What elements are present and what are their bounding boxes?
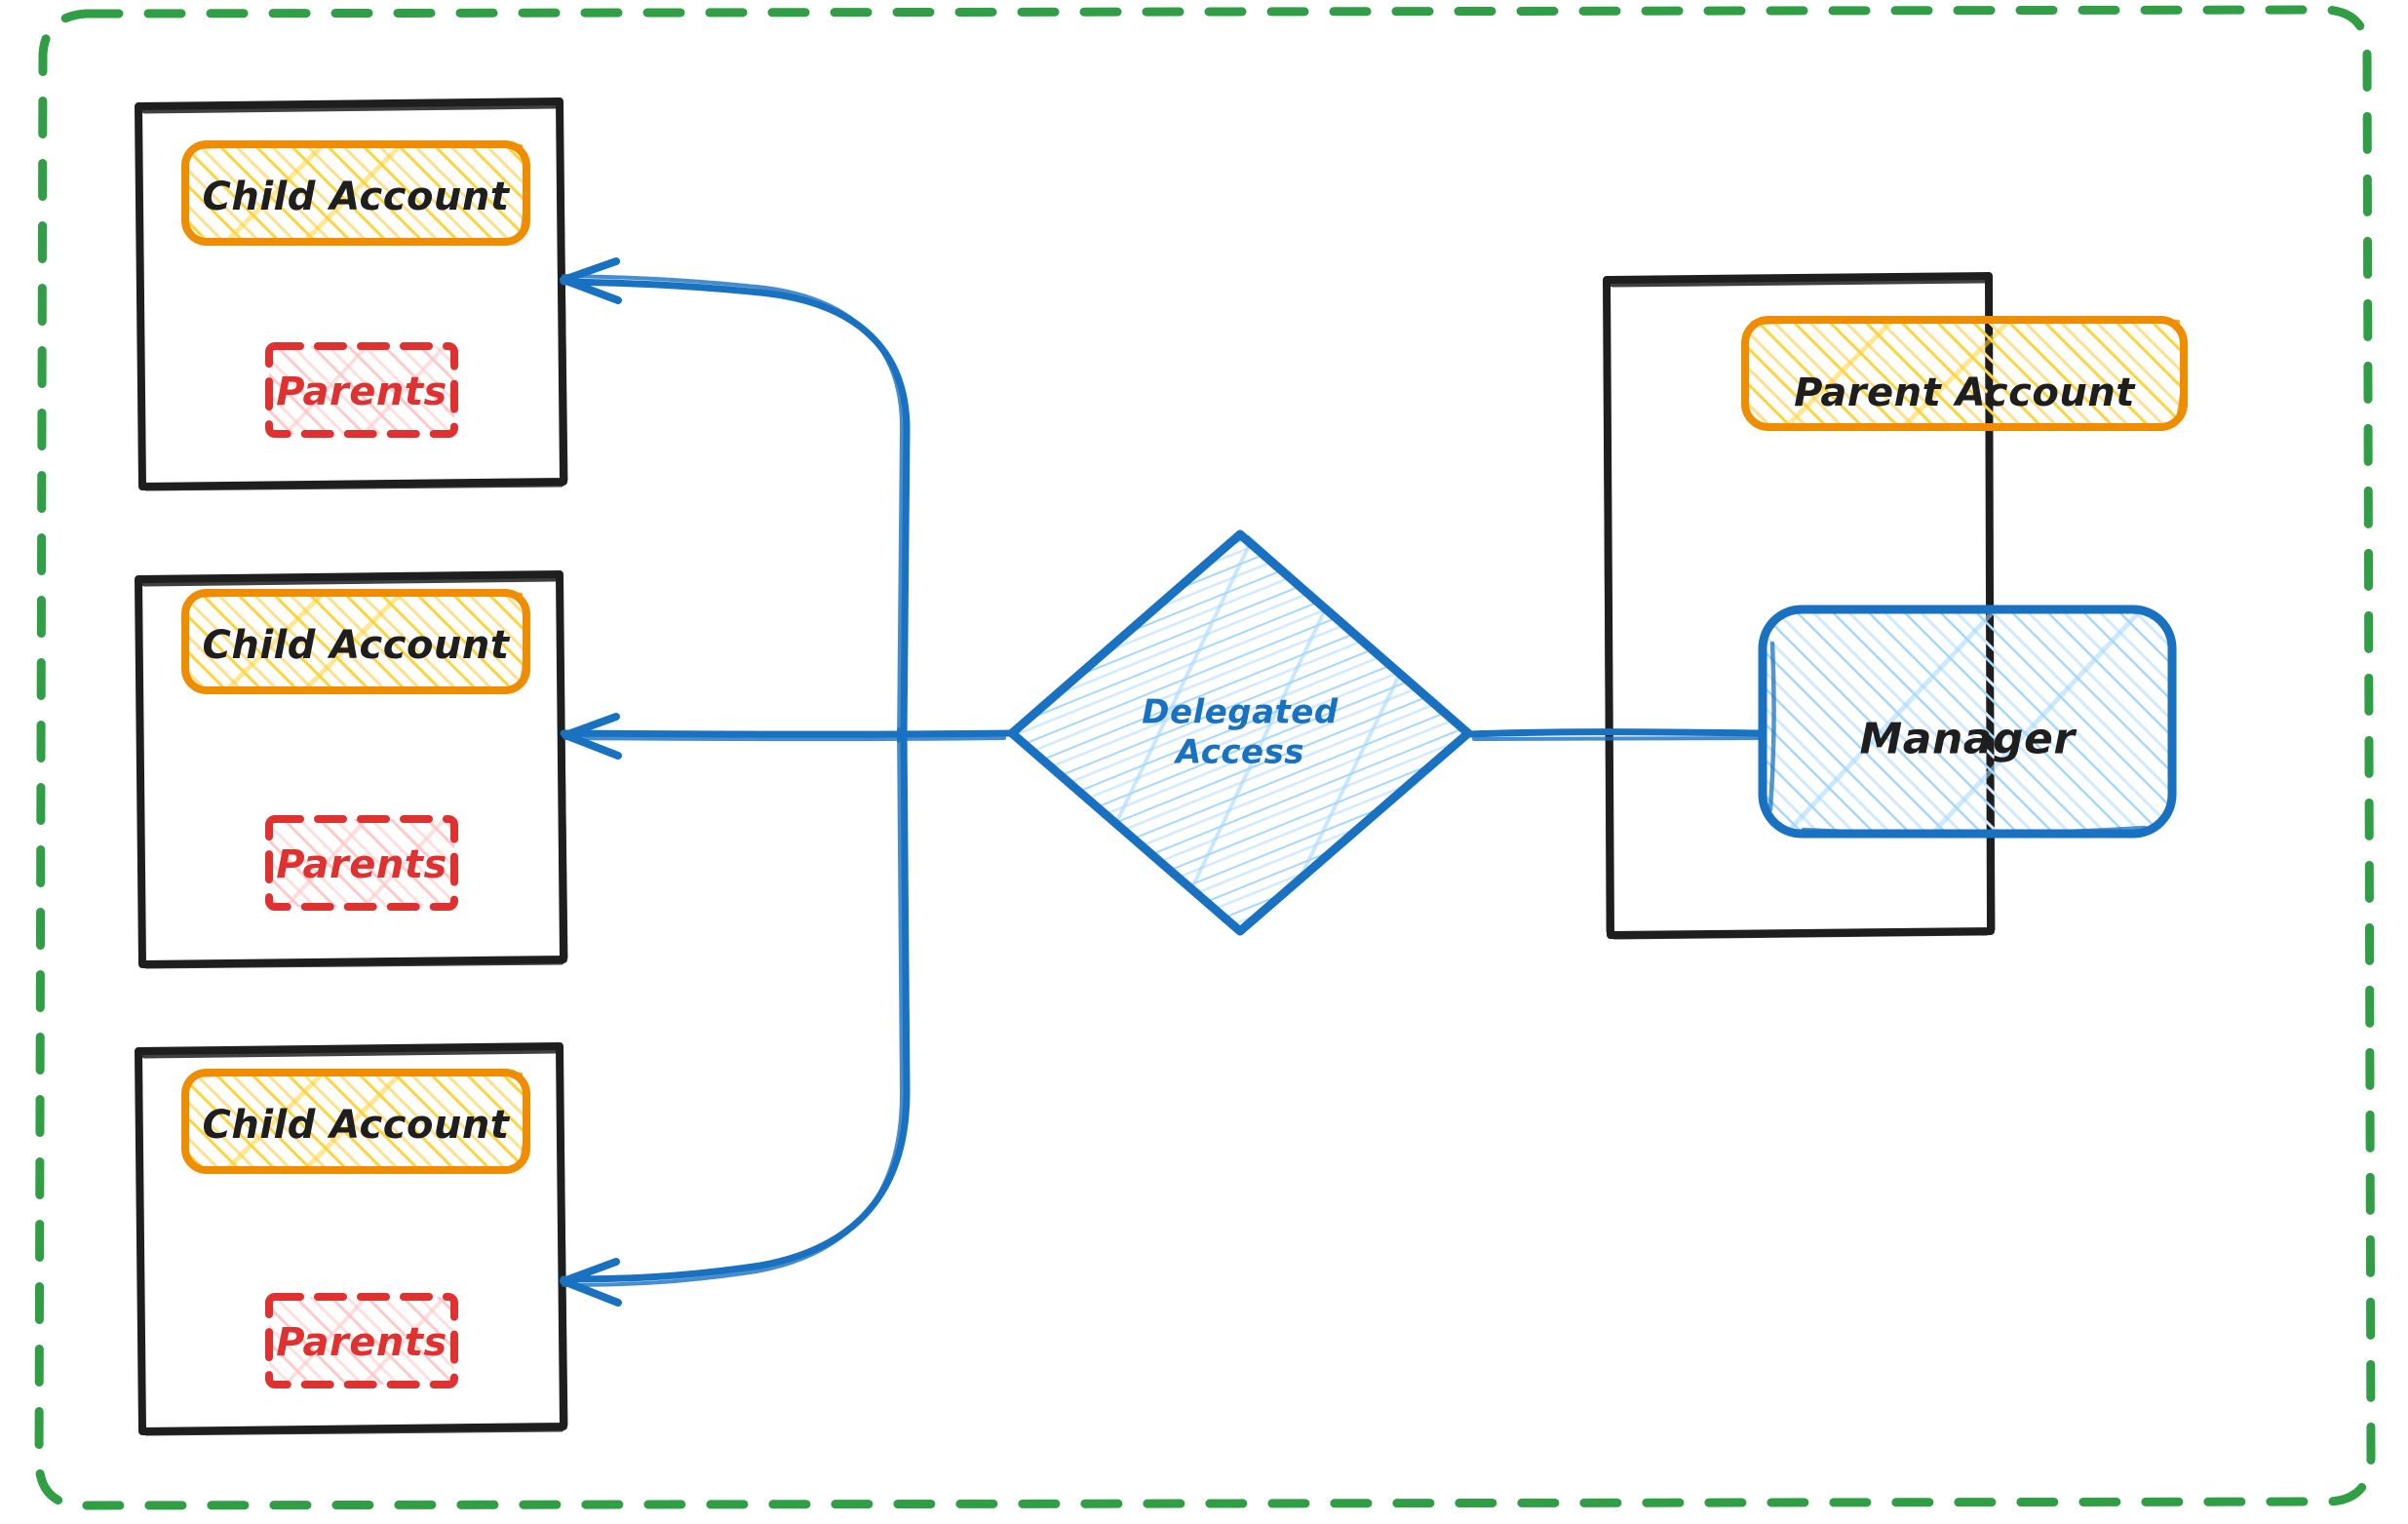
edge-manager-to-delegated (1466, 728, 1765, 741)
delegated-access-node (1007, 529, 1473, 936)
parents-box-2 (265, 815, 458, 911)
parents-box-1 (265, 342, 458, 438)
edge-delegated-to-child-1 (560, 257, 911, 745)
child-account-box-1 (181, 140, 530, 246)
child-account-box-3 (181, 1069, 530, 1174)
organization-boundary (34, 5, 2376, 1510)
child-account-box-2 (181, 589, 530, 694)
parents-box-3 (265, 1293, 458, 1388)
edge-delegated-to-child-3 (560, 725, 911, 1307)
manager-box (1758, 605, 2177, 839)
edge-delegated-to-child-2 (560, 713, 1014, 760)
parent-account-box (1741, 315, 2188, 431)
